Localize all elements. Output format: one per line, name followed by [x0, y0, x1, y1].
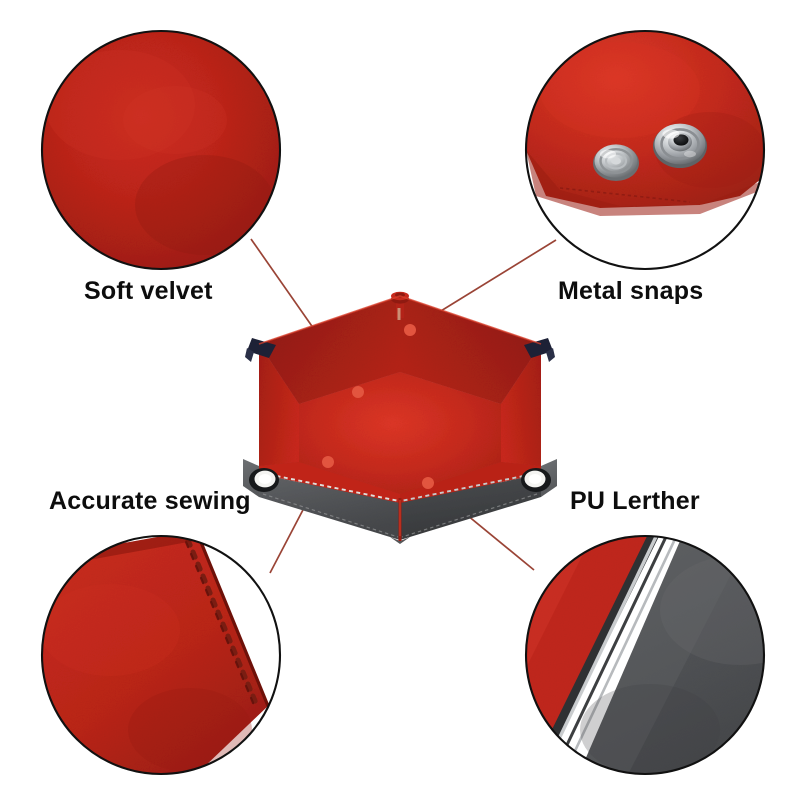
- tray-snap-grommet-right: [521, 468, 551, 492]
- callout-label-pu-leather: PU Lerther: [570, 487, 700, 515]
- leader-dot-metal-snaps: [404, 324, 416, 336]
- hexagonal-dice-tray: [243, 291, 557, 544]
- callout-photo-pu-leather: [524, 534, 766, 776]
- callout-label-soft-velvet: Soft velvet: [84, 277, 213, 305]
- tray-front-velvet-lip-right: [400, 462, 541, 503]
- callout-photo-metal-snaps: [524, 29, 766, 271]
- callout-label-accurate-sewing: Accurate sewing: [49, 487, 251, 515]
- tray-leather-panel-front-right: [400, 474, 541, 540]
- stitch-line-front-right: [400, 472, 539, 502]
- stitch-line-bottom-right: [401, 493, 538, 538]
- callout-photo-accurate-sewing: [40, 534, 282, 776]
- tray-wall-back-right: [400, 296, 541, 404]
- leader-end-dots: [322, 324, 434, 489]
- tray-wall-left: [259, 344, 299, 466]
- tray-snap-grommet-left: [249, 468, 279, 492]
- tray-leather-panel-front-left: [259, 474, 400, 540]
- tray-corner-snap-tab-left: [245, 338, 276, 362]
- stitch-line-front-left: [261, 472, 400, 502]
- leader-dot-accurate-sewing: [322, 456, 334, 468]
- snap-button-female-icon: [593, 144, 639, 181]
- tray-bottom-shadow: [390, 537, 410, 544]
- leader-dot-pu-leather: [422, 477, 434, 489]
- tray-corner-snap-tab-right: [524, 338, 555, 362]
- callout-photo-soft-velvet: [40, 29, 282, 271]
- tray-wall-right: [501, 344, 541, 466]
- tray-wall-back-left: [259, 296, 400, 404]
- tray-velvet-floor: [299, 372, 501, 494]
- stitch-line-bottom-left: [262, 493, 399, 538]
- snap-button-male-icon: [653, 123, 707, 168]
- leader-dot-soft-velvet: [352, 386, 364, 398]
- tray-front-velvet-lip-left: [259, 462, 400, 503]
- callout-label-metal-snaps: Metal snaps: [558, 277, 704, 305]
- tray-rim-edge-highlight: [258, 295, 542, 345]
